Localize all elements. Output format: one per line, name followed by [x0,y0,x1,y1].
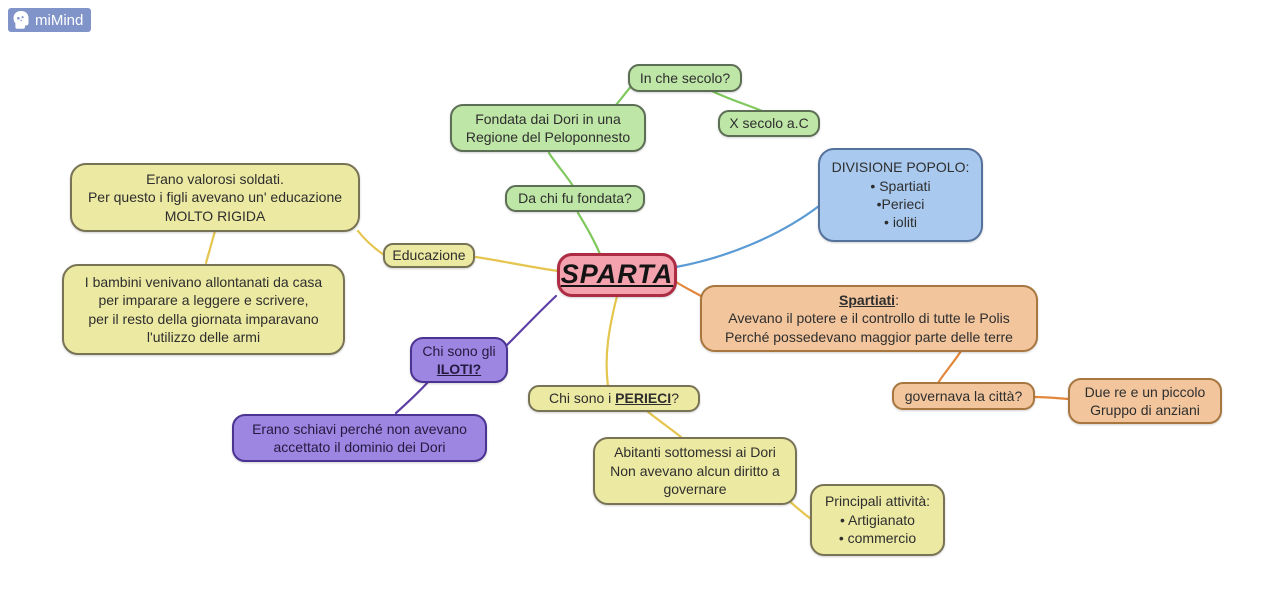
spartiati-title-line: Spartiati: [839,291,899,309]
edge-dachi-fondata [547,151,575,188]
node-in-che-secolo[interactable]: In che secolo? [628,64,742,92]
node-bambini-allontanati[interactable]: I bambini venivano allontanati da casa p… [62,264,345,355]
edge-ilotiq-ilotia [394,380,430,415]
mimind-logo-badge: miMind [8,8,92,32]
edge-sparta-perieciq [605,294,619,388]
node-divisione-popolo[interactable]: DIVISIONE POPOLO: • Spartiati •Perieci •… [818,148,983,242]
node-da-chi-fu-fondata[interactable]: Da chi fu fondata? [505,185,645,212]
node-abitanti-sottomessi[interactable]: Abitanti sottomessi ai Dori Non avevano … [593,437,797,505]
node-chi-sono-iloti[interactable]: Chi sono gli ILOTI? [410,337,508,383]
perieci-question-suffix: ? [671,390,679,407]
edge-sparta-dachi [576,211,602,256]
edge-sparta-ilotiq [504,294,558,348]
node-spartiati-info[interactable]: Spartiati: Avevano il potere e il contro… [700,285,1038,352]
perieci-question-prefix: Chi sono i [549,390,612,407]
edge-perieciq-periecia [645,409,683,439]
node-governava-la-citta[interactable]: governava la città? [892,382,1035,410]
edge-sparta-divisione [674,204,821,269]
edge-spartiati-governava [936,349,963,385]
spartiati-title: Spartiati [839,291,896,308]
edge-educazione-soldati [356,229,386,257]
node-valorosi-soldati[interactable]: Erano valorosi soldati. Per questo i fig… [70,163,360,232]
node-x-secolo[interactable]: X secolo a.C [718,110,820,137]
node-principali-attivita[interactable]: Principali attività: • Artigianato • com… [810,484,945,556]
node-chi-sono-perieci[interactable]: Chi sono i PERIECI? [528,385,700,412]
node-educazione[interactable]: Educazione [383,243,475,268]
mimind-skull-icon [13,11,29,29]
node-sparta-root[interactable]: SPARTA [557,253,677,297]
node-fondata-dai-dori[interactable]: Fondata dai Dori in una Regione del Pelo… [450,104,646,152]
perieci-question-strong: PERIECI [615,390,672,407]
node-due-re[interactable]: Due re e un piccolo Gruppo di anziani [1068,378,1222,424]
edge-governava-duere [1032,395,1071,401]
spartiati-body: Avevano il potere e il controllo di tutt… [725,310,1013,345]
edge-sparta-educazione [474,255,560,273]
iloti-question-line1: Chi sono gli [422,342,496,359]
node-erano-schiavi[interactable]: Erano schiavi perché non avevano accetta… [232,414,487,462]
spartiati-title-suffix: : [895,291,899,308]
iloti-question-line2: ILOTI? [436,361,482,377]
edge-sparta-spartiati [674,280,703,298]
edge-soldati-bambini [204,229,217,265]
edge-secolo-xsecolo [710,89,764,113]
mimind-logo-label: miMind [35,11,84,29]
